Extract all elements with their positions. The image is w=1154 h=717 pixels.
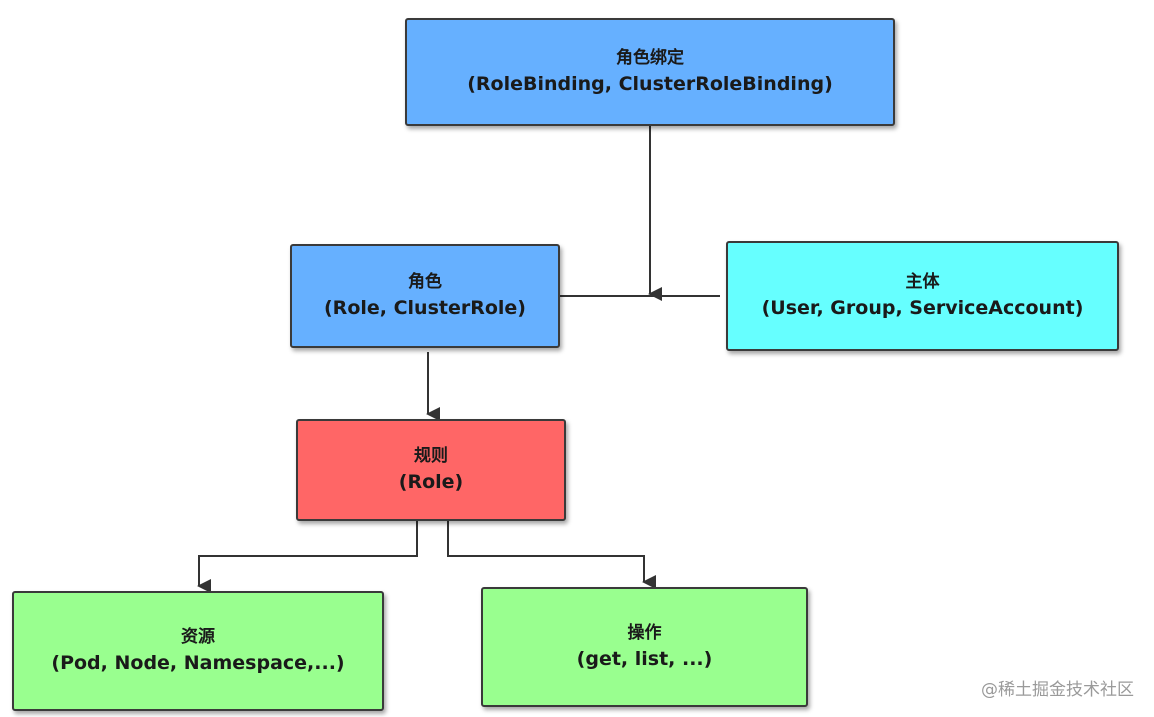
edge-rule-to-operation	[447, 521, 656, 589]
resource-node: 资源 (Pod, Node, Namespace,...)	[12, 591, 384, 711]
role-node: 角色 (Role, ClusterRole)	[290, 244, 560, 348]
role-subtitle: (Role, ClusterRole)	[324, 297, 526, 319]
role-binding-subtitle: (RoleBinding, ClusterRoleBinding)	[467, 73, 833, 95]
rule-node: 规则 (Role)	[296, 419, 566, 521]
role-binding-node: 角色绑定 (RoleBinding, ClusterRoleBinding)	[405, 18, 895, 126]
subject-subtitle: (User, Group, ServiceAccount)	[761, 297, 1084, 319]
operation-node: 操作 (get, list, ...)	[481, 587, 808, 707]
operation-title: 操作	[627, 623, 662, 643]
resource-subtitle: (Pod, Node, Namespace,...)	[51, 652, 345, 674]
rule-title: 规则	[414, 446, 448, 466]
edge-rule-to-resource	[197, 521, 418, 593]
operation-subtitle: (get, list, ...)	[576, 648, 713, 670]
role-title: 角色	[408, 272, 442, 292]
resource-title: 资源	[181, 627, 215, 647]
subject-node: 主体 (User, Group, ServiceAccount)	[726, 241, 1119, 351]
subject-title: 主体	[905, 272, 940, 292]
role-binding-title: 角色绑定	[616, 48, 684, 68]
watermark-text: @稀土掘金技术社区	[981, 680, 1134, 700]
rule-subtitle: (Role)	[398, 471, 464, 493]
